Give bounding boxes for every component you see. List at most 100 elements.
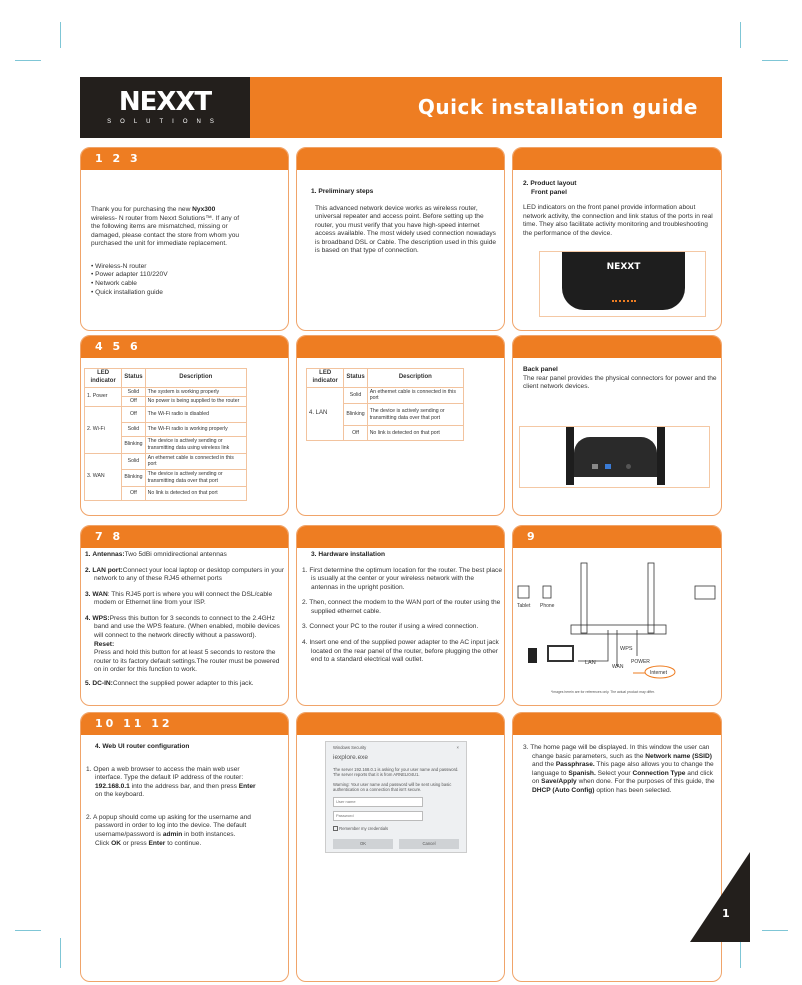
key-name: Enter <box>238 782 256 790</box>
card-header <box>513 148 721 170</box>
username-input <box>333 796 423 807</box>
desktop-tower-icon <box>528 648 537 663</box>
crop-mark <box>740 22 741 48</box>
crop-mark <box>60 22 61 48</box>
monitor-icon <box>547 645 574 662</box>
step-text: and click on <box>532 769 713 786</box>
card-home-page: 3. The home page will be displayed. In t… <box>512 712 722 982</box>
step-text: and the <box>532 761 556 769</box>
port-text: : This RJ45 port is where you will conne… <box>94 590 273 607</box>
package-item: • Network cable <box>91 279 137 287</box>
page-number: 1 <box>722 907 730 920</box>
description: The device is actively sending or transm… <box>366 403 465 427</box>
card-web-ui: 10 11 12 4. Web UI router configuration … <box>80 712 289 982</box>
term: Connection Type <box>632 769 686 777</box>
label-wps: WPS <box>620 646 633 652</box>
card-header: 9 <box>513 526 721 548</box>
description: The device is actively sending or transm… <box>144 436 248 454</box>
reset-text: Press and hold this button for at least … <box>94 649 280 674</box>
card-product-layout: 2. Product layout Front panel LED indica… <box>512 147 722 331</box>
model-name: Nyx300 <box>192 206 216 213</box>
port-text: Two 5dBi omnidirectional antennas <box>124 551 227 558</box>
port-name: Antennas: <box>92 551 125 558</box>
laptop-icon <box>694 585 716 600</box>
remember-checkbox <box>333 826 338 832</box>
package-item: • Power adapter 110/220V <box>91 271 168 279</box>
intro-text-2: wireless- N router from Nexxt Solutions™… <box>91 214 240 248</box>
brand-logo: NEXXT SOLUTIONS <box>80 77 250 138</box>
crop-mark <box>15 930 41 931</box>
card-header <box>297 148 504 170</box>
card-header: 4 5 6 <box>81 336 288 358</box>
card-login-dialog: Windows Security× iexplore.exe The serve… <box>296 712 505 982</box>
section-heading: Back panel <box>523 366 558 373</box>
section-heading: 4. Web UI router configuration <box>95 743 190 750</box>
section-heading: 3. Hardware installation <box>311 551 386 558</box>
phone-icon <box>542 585 552 599</box>
login-dialog-screenshot: Windows Security× iexplore.exe The serve… <box>325 741 467 853</box>
intro-text: Thank you for purchasing the new Nyx300 … <box>91 206 241 297</box>
port-text: Connect your local laptop or desktop com… <box>94 566 285 583</box>
card-intro: 1 2 3 Thank you for purchasing the new N… <box>80 147 289 331</box>
section-heading: 2. Product layout <box>523 180 577 187</box>
package-item: • Wireless-N router <box>91 262 147 270</box>
port-text: Connect the supplied power adapter to th… <box>112 679 254 687</box>
page-title: Quick installation guide <box>417 95 698 119</box>
install-step: 3. Connect your PC to the router if usin… <box>302 623 479 631</box>
install-step: 4. Insert one end of the supplied power … <box>302 638 499 664</box>
card-preliminary: 1. Preliminary steps This advanced netwo… <box>296 147 505 331</box>
status: Off <box>121 396 146 408</box>
connection-diagram: Tablet Phone LAN WAN WPS POWER Internet … <box>517 562 716 694</box>
logo-subtext: SOLUTIONS <box>107 119 223 125</box>
item-number: 3. <box>85 590 91 598</box>
crop-mark <box>762 930 788 931</box>
card-back-panel: Back panel The rear panel provides the p… <box>512 335 722 516</box>
label-wan: WAN <box>612 664 624 670</box>
front-panel-photo: NEXXT <box>539 251 706 317</box>
port-name: WPS: <box>92 614 110 622</box>
led-name: 4. LAN <box>305 386 345 442</box>
status: Off <box>121 485 146 501</box>
logo-text: NEXXT <box>118 87 212 117</box>
internet-cloud-icon <box>644 665 676 679</box>
section-body: LED indicators on the front panel provid… <box>523 204 713 237</box>
router-outline <box>570 624 667 635</box>
ports-list: 1. Antennas:Two 5dBi omnidirectional ant… <box>85 551 285 695</box>
step-text: in both instances. <box>182 830 236 838</box>
description: The system is working properly <box>144 386 248 398</box>
cancel-button: Cancel <box>399 839 459 849</box>
key-name: Enter <box>148 839 166 847</box>
item-number: 5. <box>85 679 91 687</box>
intro-text-1: Thank you for purchasing the new <box>91 206 193 213</box>
router-rear <box>574 437 657 477</box>
page-corner-triangle <box>690 852 750 942</box>
term: Save/Apply <box>541 778 577 786</box>
dialog-warning: Warning: Your user name and password wil… <box>333 781 452 793</box>
step-text: to continue. <box>165 839 202 847</box>
package-item: • Quick installation guide <box>91 288 163 296</box>
item-number: 1. <box>85 551 91 558</box>
section-body: The rear panel provides the physical con… <box>523 374 717 391</box>
label-lan: LAN <box>585 660 596 666</box>
card-header <box>513 713 721 735</box>
step-text: on the keyboard. <box>95 791 145 799</box>
step-text: 3. The home page will be displayed. In t… <box>523 744 710 760</box>
disclaimer-note: *Images herein are for references only. … <box>551 690 655 694</box>
card-header: 1 2 3 <box>81 148 288 170</box>
label-power: POWER <box>631 659 650 665</box>
step-text: 2. A popup should come up asking for the… <box>86 813 251 838</box>
status: Solid <box>121 452 146 471</box>
status: Blinking <box>343 403 368 427</box>
step-text: when done. For the purposes of this guid… <box>576 778 715 786</box>
col-header: Status <box>121 368 146 388</box>
default-ip: 192.168.0.1 <box>95 782 130 790</box>
item-number: 4. <box>85 614 91 622</box>
label-internet: Internet <box>650 670 668 676</box>
step-text: 1. Open a web browser to access the main… <box>86 765 244 782</box>
card-header: 7 8 <box>81 526 288 548</box>
card-header <box>297 336 504 358</box>
crop-mark <box>15 60 41 61</box>
